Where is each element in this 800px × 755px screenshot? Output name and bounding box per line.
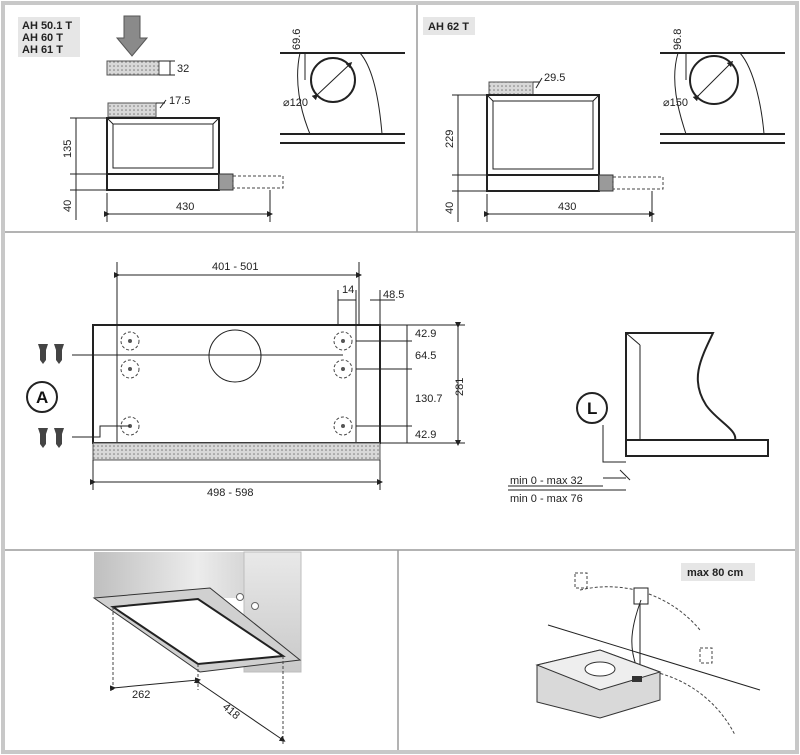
dim-width-left: 430: [176, 201, 194, 213]
down-arrow-icon: [115, 15, 149, 57]
dim-base-right: 40: [444, 202, 456, 214]
duct-circle-right: [689, 55, 739, 105]
panel-bottom-left: 262 418: [92, 551, 302, 745]
dim-filter-height: 32: [177, 63, 189, 75]
dim-width-bottom: 418: [220, 701, 242, 722]
filter-block: [106, 60, 160, 76]
dim-total-width: 498 - 598: [207, 487, 253, 499]
dim-rear-left: 17.5: [169, 95, 190, 107]
dim-rear-right: 29.5: [544, 72, 565, 84]
max-label: max 80 cm: [687, 567, 743, 579]
dim-edge: 48.5: [383, 289, 404, 301]
dim-min-max-2: min 0 - max 76: [510, 493, 583, 505]
hood-top-block-right: [488, 81, 534, 96]
dim-base-left: 40: [62, 200, 74, 212]
slide-extended: [232, 175, 284, 189]
model-badge: [423, 17, 475, 35]
dim-width-right: 430: [558, 201, 576, 213]
mounting-plate: [92, 324, 381, 444]
dim-v3: 130.7: [415, 393, 443, 405]
model-label-2: AH 60 T: [22, 32, 63, 44]
side-profile: [625, 332, 737, 441]
dim-v2: 64.5: [415, 350, 436, 362]
dim-duct-diameter-left: ⌀120: [283, 97, 308, 109]
slide-handle: [218, 173, 234, 191]
hood-body-right: [486, 94, 600, 176]
plug-icon: [632, 676, 642, 682]
dim-hole-span: 401 - 501: [212, 261, 258, 273]
screw-icon-bottom: [38, 428, 64, 448]
label-l-circle: [576, 392, 608, 424]
socket-icon-right: [699, 647, 713, 664]
hood-top-block: [107, 102, 157, 118]
dim-duct-offset-left: 69.6: [291, 29, 303, 50]
duct-circle-left: [310, 57, 356, 103]
panel-top-left: AH 50.1 T AH 60 T AH 61 T 32 17.5 135 40: [18, 15, 405, 222]
dim-height-left: 135: [62, 140, 74, 158]
knob-icon-2: [251, 602, 259, 610]
hood-base-right: [486, 174, 600, 192]
dim-height-right: 229: [444, 130, 456, 148]
model-label-3: AH 61 T: [22, 44, 63, 56]
dim-v4: 42.9: [415, 429, 436, 441]
panel-middle: 401 - 501 14 48.5: [26, 261, 769, 505]
mounting-base-strip: [92, 442, 381, 461]
dim-v1: 42.9: [415, 328, 436, 340]
hood-outlet: [584, 661, 616, 677]
slide-handle-right: [598, 174, 614, 192]
side-profile-base: [625, 439, 769, 457]
screw-icon-top: [38, 344, 64, 364]
label-a-circle: [26, 381, 58, 413]
dim-duct-offset-right: 96.8: [672, 29, 684, 50]
hood-base: [106, 173, 220, 191]
dim-total-height: 281: [454, 378, 466, 396]
dim-min-max-1: min 0 - max 32: [510, 475, 583, 487]
socket-icon-left: [574, 572, 588, 589]
max-badge: [681, 563, 755, 581]
model-label-right: AH 62 T: [428, 21, 469, 33]
socket-icon: [633, 587, 649, 605]
models-badge: [18, 17, 80, 57]
dim-duct-diameter-right: ⌀150: [663, 97, 688, 109]
panel-top-right: AH 62 T 29.5 229 40 430 96.8 ⌀150: [423, 17, 785, 222]
label-a: A: [36, 388, 48, 407]
panel-bottom-right: max 80 cm: [535, 563, 761, 736]
knob-icon: [236, 593, 244, 601]
label-l: L: [587, 399, 597, 418]
dim-depth-bottom: 262: [132, 689, 150, 701]
fixing-holes: [120, 331, 353, 436]
dim-inset: 14: [342, 284, 354, 296]
duct-hole: [208, 329, 262, 383]
model-label-1: AH 50.1 T: [22, 20, 72, 32]
hood-body: [106, 117, 220, 175]
